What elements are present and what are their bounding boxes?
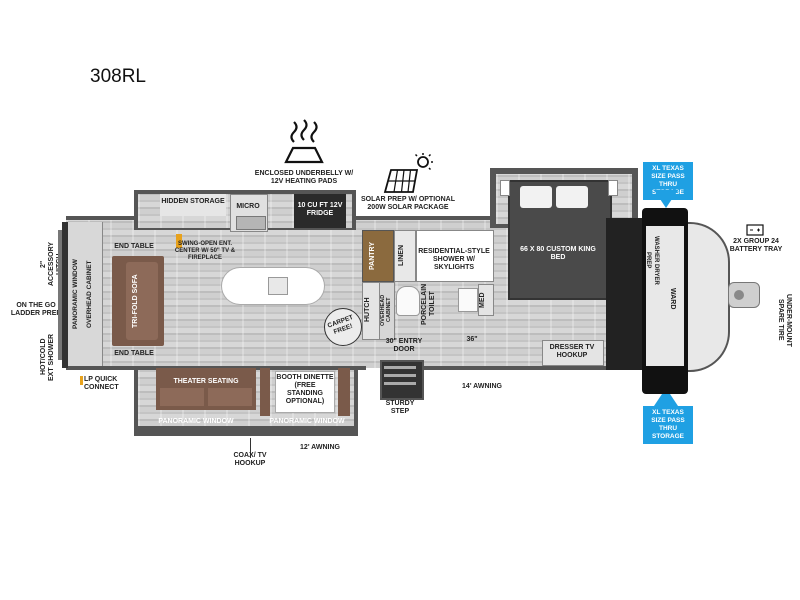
micro-label: MICRO [236, 203, 260, 210]
solar-prep-label: SOLAR PREP W/ OPTIONAL 200W SOLAR PACKAG… [361, 196, 455, 211]
pantry-label: PANTRY [369, 242, 376, 270]
panoramic-bottom-left-label: PANORAMIC WINDOW [158, 418, 234, 425]
ward-label: WARD [669, 288, 676, 310]
panoramic-bottom-right-label: PANORAMIC WINDOW [269, 418, 345, 425]
spare-tire-label: UNDER-MOUNT SPARE TIRE [777, 293, 792, 347]
dresser-label: DRESSER TV HOOKUP [549, 344, 595, 359]
sink [458, 288, 478, 312]
carpet-free-badge [324, 308, 362, 346]
front-cap [688, 222, 730, 372]
step-3 [384, 382, 416, 385]
island-sink [268, 277, 288, 295]
ladder-prep-label: ON THE GO LADDER PREP [10, 302, 62, 317]
shower-label: RESIDENTIAL-STYLE SHOWER W/ SKYLIGHTS [418, 248, 490, 271]
awning-14-label: 14' AWNING [462, 383, 502, 390]
overhead-cabinet-mid [379, 282, 395, 340]
ext-shower-label: HOT/COLD EXT SHOWER [40, 333, 55, 381]
linen-label: LINEN [398, 245, 405, 267]
dinette-bench-right [338, 368, 350, 416]
rear-bumper [58, 230, 62, 360]
fridge-label: 10 CU FT 12V FRIDGE [297, 202, 343, 217]
linen-cabinet [394, 230, 416, 282]
bed-label: 66 X 80 CUSTOM KING BED [520, 246, 596, 261]
swing-open-label: SWING-OPEN ENT. CENTER W/ 50" TV & FIREP… [174, 241, 236, 261]
lp-connect-marker [80, 376, 83, 385]
hutch-label: HUTCH [364, 297, 371, 323]
arrow-down-icon [654, 190, 678, 208]
rear-wall [62, 222, 68, 368]
xl-storage-bottom-callout: XL TEXAS SIZE PASS THRU STORAGE [643, 406, 693, 444]
theater-seat-left [160, 388, 204, 406]
overhead-cabinet-left-label: OVERHEAD CABINET [86, 260, 93, 328]
battery-icon [746, 224, 764, 236]
wardrobe [646, 226, 684, 366]
theater-seat-right [208, 388, 252, 406]
sofa-cushion [126, 262, 158, 340]
end-table-top-label: END TABLE [114, 243, 154, 250]
enclosed-underbelly-label: ENCLOSED UNDERBELLY W/ 12V HEATING PADS [254, 170, 354, 185]
step-1 [384, 366, 416, 369]
stove [236, 216, 266, 230]
hitch-pin [728, 282, 760, 308]
step-2 [384, 374, 416, 377]
fridge [294, 194, 346, 228]
sun-icon [414, 153, 433, 171]
toilet-label: PORCELAIN TOILET [421, 283, 436, 325]
bottom-wall-right [424, 366, 606, 370]
coax-line [250, 438, 251, 458]
spare-tire-hub [734, 290, 744, 300]
med-label: MED [479, 292, 486, 308]
sturdy-step-label: STURDY STEP [385, 400, 415, 415]
solar-panel-icon [383, 153, 433, 193]
nightstand-left [500, 180, 510, 196]
panoramic-window-left-label: PANORAMIC WINDOW [72, 259, 79, 329]
med-cabinet [478, 284, 494, 316]
nightstand-right [608, 180, 618, 196]
booth-dinette-label: BOOTH DINETTE (FREE STANDING OPTIONAL) [276, 374, 334, 405]
front-storage [606, 218, 642, 370]
dinette-table [276, 372, 334, 412]
dinette-bench-left [260, 368, 270, 416]
dresser [542, 340, 604, 366]
hidden-storage [160, 194, 226, 216]
coax-label: COAX/ TV HOOKUP [233, 452, 267, 467]
dim-36-label: 36" [466, 336, 478, 343]
pillow-right [556, 186, 588, 208]
awning-12-label: 12' AWNING [300, 444, 340, 451]
sofa-label: TRI-FOLD SOFA [132, 274, 139, 328]
toilet [396, 286, 420, 316]
pillow-left [520, 186, 552, 208]
heat-icon [284, 119, 324, 164]
arrow-up-icon [654, 388, 678, 406]
rear-cabinet [68, 222, 103, 366]
battery-tray-label: 2X GROUP 24 BATTERY TRAY [729, 238, 783, 253]
lp-connect-label: LP QUICK CONNECT [84, 376, 119, 391]
washer-dryer-label: WASHER DRYER PREP [645, 235, 659, 285]
entry-door-label: 30" ENTRY DOOR [385, 338, 423, 353]
shower [416, 230, 494, 282]
accessory-hitch-label: 2" ACCESSORY HITCH [40, 241, 63, 287]
pantry [362, 230, 394, 282]
model-title: 308RL [90, 66, 146, 87]
end-table-bottom-label: END TABLE [114, 350, 154, 357]
theater-seating-label: THEATER SEATING [173, 378, 239, 385]
overhead-cabinet-mid-label: OVERHEAD CABINET [380, 294, 392, 326]
hidden-storage-label: HIDDEN STORAGE [161, 198, 225, 205]
fireplace-marker [176, 234, 182, 248]
